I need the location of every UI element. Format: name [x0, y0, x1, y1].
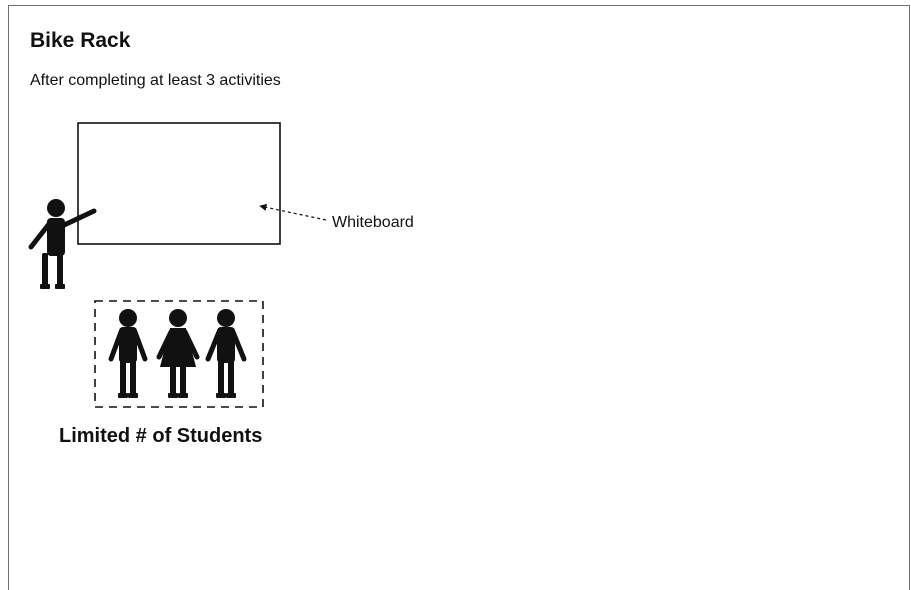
student-1-right-arm — [132, 329, 148, 362]
whiteboard-label: Whiteboard — [332, 214, 414, 231]
student-figure-icon — [118, 309, 138, 398]
diagram-subtitle: After completing at least 3 activities — [30, 72, 281, 89]
student-1-left-arm — [108, 329, 124, 362]
diagram-panel — [8, 5, 910, 590]
student-group-label: Limited # of Students — [59, 425, 263, 447]
student-2-left-arm — [156, 329, 174, 360]
student-3-left-arm — [205, 329, 222, 362]
diagram-title: Bike Rack — [30, 29, 131, 52]
student-2-right-arm — [182, 329, 200, 360]
student-figure-dress-icon — [160, 309, 196, 398]
whiteboard-pointer-arrow — [259, 203, 327, 221]
teacher-figure-icon — [40, 199, 65, 289]
student-group-dashed-boundary — [94, 300, 264, 408]
student-figure-icon — [216, 309, 236, 398]
teacher-left-arm — [28, 221, 52, 250]
teacher-pointing-arm — [59, 208, 97, 229]
student-3-right-arm — [230, 329, 247, 362]
whiteboard-box — [77, 122, 281, 245]
